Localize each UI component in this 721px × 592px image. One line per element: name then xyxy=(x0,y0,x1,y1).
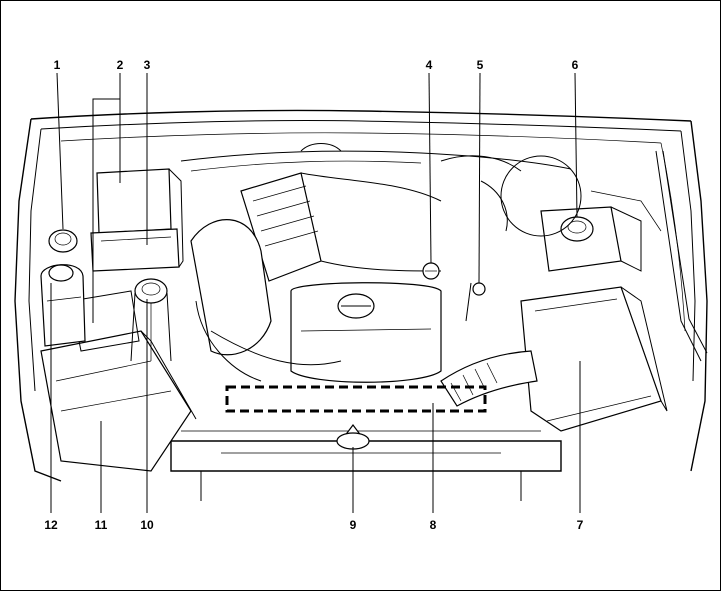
callout-11: 11 xyxy=(95,518,108,532)
oil-cap-item-4 xyxy=(423,263,439,279)
callout-8: 8 xyxy=(430,518,437,532)
callout-5: 5 xyxy=(477,58,484,72)
highlight-dashed-box xyxy=(227,387,485,411)
callout-9: 9 xyxy=(350,518,357,532)
dipstick-item-5 xyxy=(466,283,485,321)
air-cleaner-item-7 xyxy=(441,287,667,431)
callout-10: 10 xyxy=(140,518,154,532)
reservoir-item-6 xyxy=(501,156,661,271)
callout-7: 7 xyxy=(577,518,584,532)
callout-12: 12 xyxy=(44,518,58,532)
callout-6: 6 xyxy=(572,58,579,72)
engine-cover xyxy=(191,173,441,382)
callout-1: 1 xyxy=(54,58,61,72)
callout-3: 3 xyxy=(144,58,151,72)
radiator-cap-item-9 xyxy=(337,425,369,449)
callout-4: 4 xyxy=(426,58,433,72)
callout-2: 2 xyxy=(117,58,124,72)
cowl-area xyxy=(181,144,571,232)
fuse-box xyxy=(91,169,183,271)
